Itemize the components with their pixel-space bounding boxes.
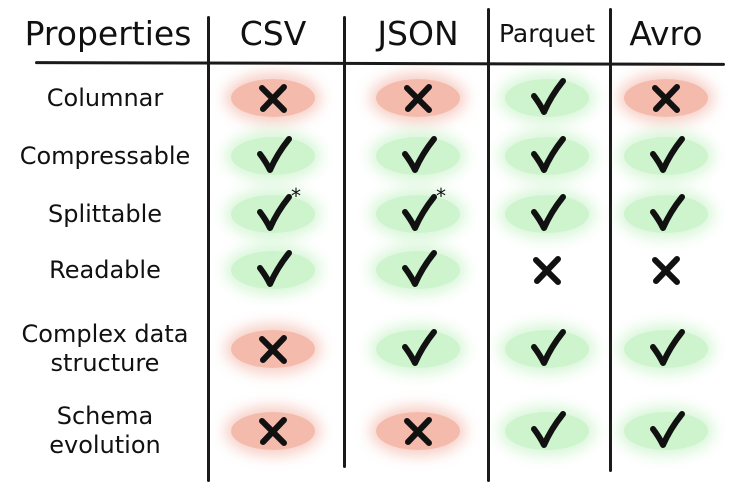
cell-avro-row-3 (616, 184, 716, 244)
column-divider (487, 8, 490, 482)
cross-mark-icon (259, 84, 287, 113)
cell-json-row-5 (368, 319, 468, 379)
row-label-line: Compressable (19, 141, 191, 170)
check-mark-icon (402, 136, 437, 173)
cell-parquet-row-4 (497, 240, 597, 300)
row-label-complex-data-structure: Complex data structure (0, 317, 210, 381)
check-mark-icon (402, 250, 437, 287)
cell-parquet-row-5 (497, 319, 597, 379)
cross-mark-icon (533, 256, 561, 285)
check-mark-icon (531, 329, 566, 366)
check-mark-icon (402, 194, 437, 231)
check-mark-icon (402, 329, 437, 366)
cell-json-row-4 (368, 240, 468, 300)
check-mark-icon (531, 136, 566, 173)
cell-json-row-1 (368, 68, 468, 128)
check-mark-icon (650, 136, 685, 173)
row-label-readable: Readable (0, 244, 210, 296)
column-divider (207, 16, 210, 482)
cell-parquet-row-2 (497, 126, 597, 186)
check-mark-icon (650, 411, 685, 448)
cell-parquet-row-6 (497, 401, 597, 461)
row-label-compressable: Compressable (0, 130, 210, 182)
row-label-schema-evolution: Schema evolution (0, 399, 210, 463)
cell-csv-row-3: * (223, 184, 323, 244)
header-csv: CSV (239, 13, 307, 53)
check-mark-icon (257, 250, 292, 287)
cross-mark-icon (404, 417, 432, 446)
cross-mark-icon (652, 84, 680, 113)
cell-csv-row-1 (223, 68, 323, 128)
cell-csv-row-4 (223, 240, 323, 300)
column-divider (343, 16, 346, 468)
cell-csv-row-2 (223, 126, 323, 186)
cross-mark-icon (652, 256, 680, 285)
row-label-line: evolution (49, 431, 161, 459)
cell-csv-row-6 (223, 401, 323, 461)
footnote-asterisk: * (291, 184, 301, 208)
cell-json-row-2 (368, 126, 468, 186)
cell-avro-row-4 (616, 240, 716, 300)
cross-mark-icon (404, 84, 432, 113)
row-label-line: structure (50, 349, 160, 377)
footnote-asterisk: * (436, 184, 446, 208)
header-properties: Properties (24, 13, 192, 53)
check-mark-icon (531, 78, 566, 115)
check-mark-icon (257, 194, 292, 231)
row-label-splittable: Splittable (0, 188, 210, 240)
header-parquet: Parquet (498, 18, 595, 48)
cross-mark-icon (259, 335, 287, 364)
row-label-line: Splittable (48, 199, 162, 228)
row-label-line: Columnar (46, 83, 164, 112)
header-divider (34, 61, 726, 66)
cell-parquet-row-3 (497, 184, 597, 244)
check-mark-icon (531, 194, 566, 231)
cell-json-row-3: * (368, 184, 468, 244)
check-mark-icon (650, 329, 685, 366)
header-json: JSON (377, 13, 459, 53)
header-avro: Avro (629, 13, 703, 53)
row-label-line: Schema (56, 402, 154, 430)
column-divider (609, 8, 612, 472)
cell-avro-row-5 (616, 319, 716, 379)
cell-avro-row-1 (616, 68, 716, 128)
row-label-columnar: Columnar (0, 72, 210, 124)
check-mark-icon (650, 194, 685, 231)
check-mark-icon (531, 411, 566, 448)
row-label-line: Complex data (21, 320, 189, 348)
cell-avro-row-2 (616, 126, 716, 186)
cross-mark-icon (259, 417, 287, 446)
check-mark-icon (257, 136, 292, 173)
cell-csv-row-5 (223, 319, 323, 379)
row-label-line: Readable (49, 255, 161, 284)
cell-avro-row-6 (616, 401, 716, 461)
cell-json-row-6 (368, 401, 468, 461)
cell-parquet-row-1 (497, 68, 597, 128)
